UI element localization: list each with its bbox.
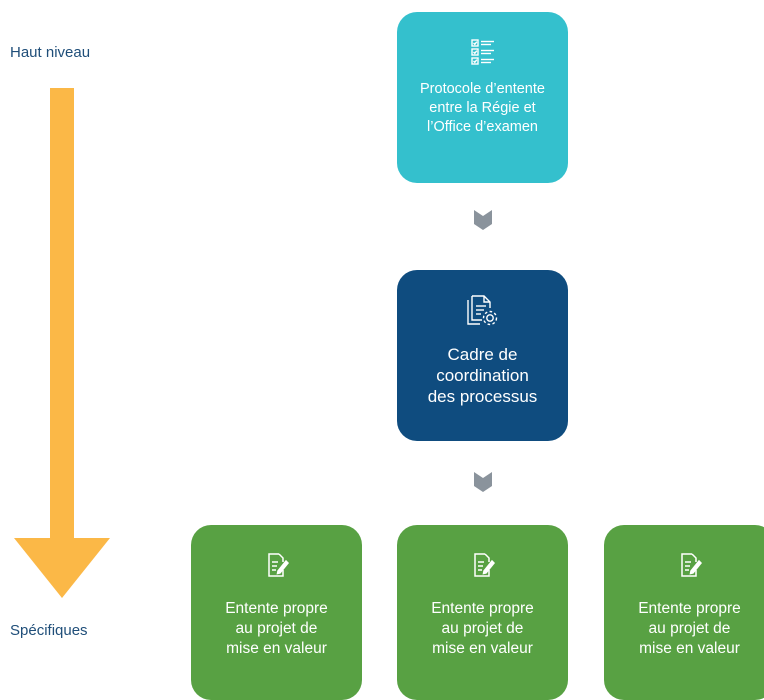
- entente-text: Entente propre au projet de mise en vale…: [225, 600, 328, 657]
- document-pen-icon: [473, 553, 495, 577]
- arrow-head: [14, 538, 110, 598]
- document-gear-icon: [466, 295, 497, 326]
- cadre-box: Cadre de coordination des processus: [397, 270, 568, 441]
- top-level-label: Haut niveau: [10, 44, 91, 61]
- document-pen-icon: [267, 553, 289, 577]
- entente-text: Entente propre au projet de mise en vale…: [638, 600, 741, 657]
- protocole-box: Protocole d’entente entre la Régie et l’…: [397, 12, 568, 183]
- entente-box: Entente propre au projet de mise en vale…: [604, 525, 764, 700]
- cadre-text: Cadre de coordination des processus: [427, 345, 538, 406]
- protocole-text: Protocole d’entente entre la Régie et l’…: [420, 81, 545, 135]
- chevron-down-icon: [474, 472, 492, 492]
- level-down-arrow: [14, 88, 110, 598]
- chevron-down-icon: [474, 210, 492, 230]
- arrow-shaft: [50, 88, 74, 538]
- checklist-icon: [470, 39, 494, 65]
- entente-box: Entente propre au projet de mise en vale…: [191, 525, 362, 700]
- entente-text: Entente propre au projet de mise en vale…: [431, 600, 534, 657]
- document-pen-icon: [680, 553, 702, 577]
- bottom-level-label: Spécifiques: [10, 622, 88, 639]
- entente-box: Entente propre au projet de mise en vale…: [397, 525, 568, 700]
